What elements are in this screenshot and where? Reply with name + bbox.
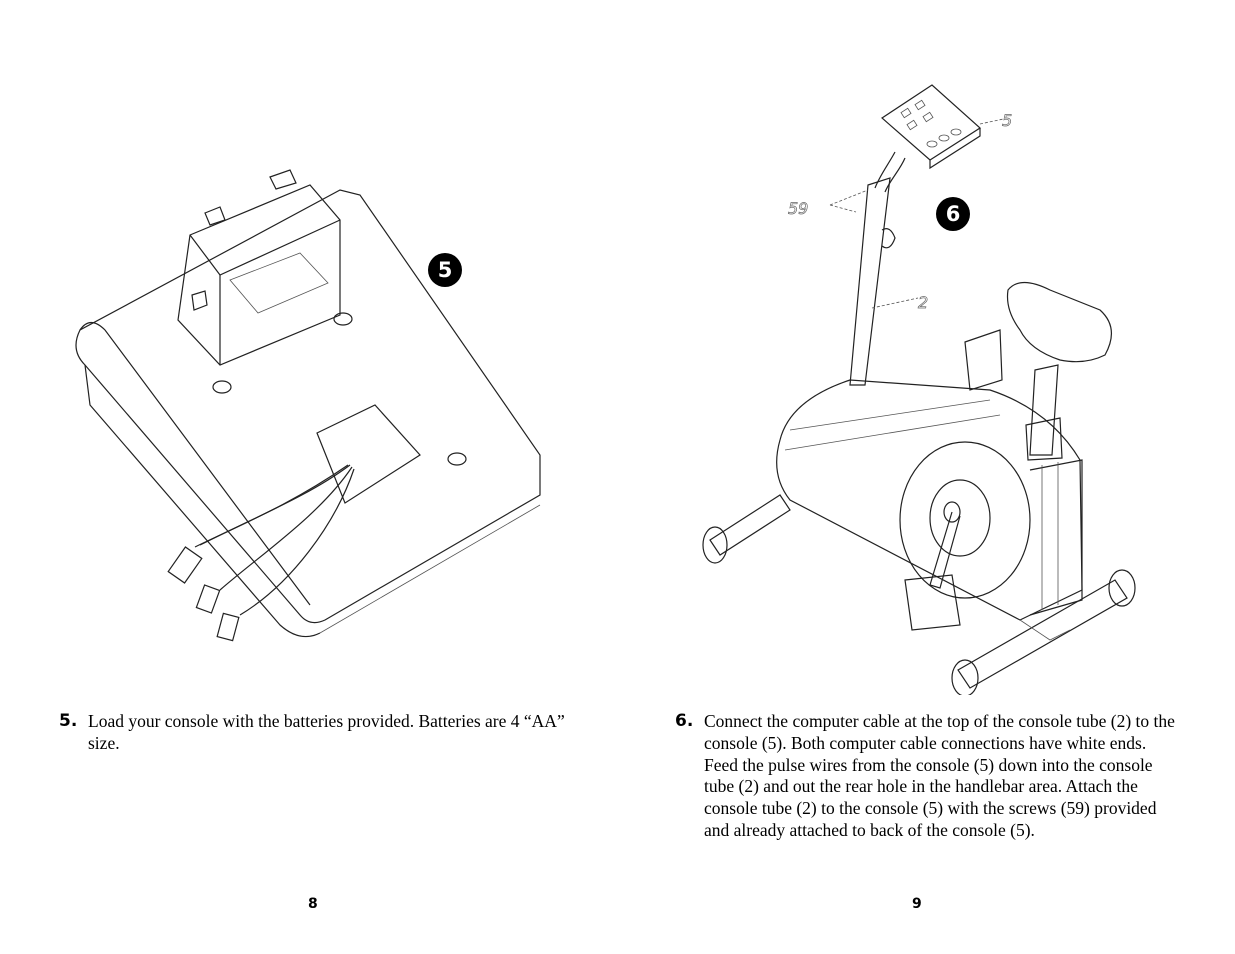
step-6-number: 6. bbox=[675, 711, 694, 731]
page-number-right: 9 bbox=[912, 896, 922, 912]
step-5-text: Load your console with the batteries pro… bbox=[88, 711, 565, 753]
step-6-text: Connect the computer cable at the top of… bbox=[704, 711, 1175, 840]
callout-2: 2 bbox=[918, 293, 928, 312]
callout-5: 5 bbox=[1002, 111, 1012, 130]
page-number-left: 8 bbox=[308, 896, 318, 912]
figure-5-badge: 5 bbox=[428, 253, 462, 287]
step-5-number: 5. bbox=[59, 711, 78, 731]
exercise-bike-diagram: 5 59 2 bbox=[702, 84, 1136, 695]
figure-6-badge: 6 bbox=[936, 197, 970, 231]
callout-59: 59 bbox=[788, 199, 808, 218]
console-battery-diagram bbox=[75, 169, 541, 642]
